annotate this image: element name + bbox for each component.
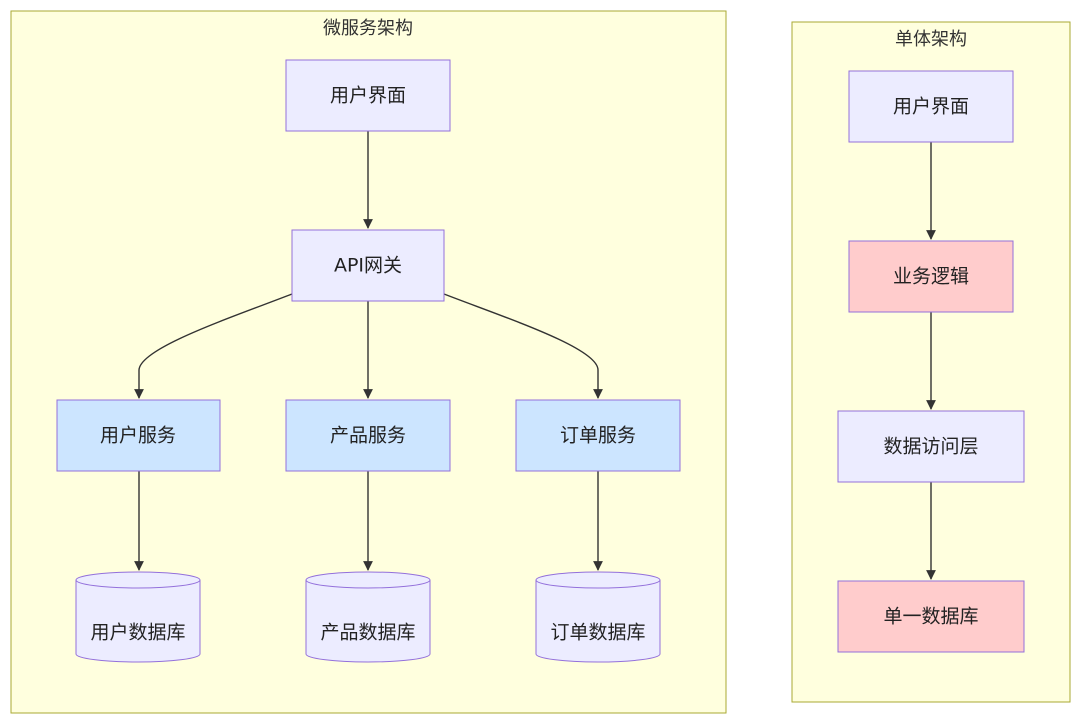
node-user-service: 用户服务 [56,399,221,472]
node-user-db: 用户数据库 [75,571,201,663]
cluster-monolith-title: 单体架构 [895,29,967,50]
node-user-service-label: 用户服务 [100,425,176,447]
node-product-db-label: 产品数据库 [320,622,415,644]
node-micro-ui-box [285,59,451,132]
node-order-db-body [535,580,661,663]
node-order-db: 订单数据库 [535,571,661,663]
node-order-service-box [515,399,681,472]
node-product-service-box [285,399,451,472]
node-single-db-box [837,580,1025,653]
node-api-gateway-label: API网关 [334,255,402,277]
node-data-access-layer-box [837,410,1025,483]
node-product-service-label: 产品服务 [330,425,406,447]
node-api-gateway-box [291,229,445,302]
node-data-access-layer-label: 数据访问层 [883,436,978,458]
node-product-service: 产品服务 [285,399,451,472]
node-product-db-top [305,571,431,589]
node-user-db-top [75,571,201,589]
cluster-microservices-title: 微服务架构 [323,18,413,39]
node-api-gateway: API网关 [291,229,445,302]
node-product-db: 产品数据库 [305,571,431,663]
node-single-db-label: 单一数据库 [883,606,978,628]
node-micro-ui: 用户界面 [285,59,451,132]
edge-m_gw-to-m_us [134,293,293,399]
node-business-logic: 业务逻辑 [848,240,1014,313]
node-micro-ui-label: 用户界面 [330,85,406,107]
node-order-service: 订单服务 [515,399,681,472]
edge-m_gw-to-m_os [443,293,603,399]
node-user-db-label: 用户数据库 [90,622,185,644]
node-data-access-layer: 数据访问层 [837,410,1025,483]
node-single-db: 单一数据库 [837,580,1025,653]
node-mono-ui-label: 用户界面 [893,96,969,118]
node-mono-ui: 用户界面 [848,70,1014,143]
node-business-logic-box [848,240,1014,313]
node-order-db-top [535,571,661,589]
node-business-logic-label: 业务逻辑 [893,266,969,288]
node-product-db-body [305,580,431,663]
node-order-db-label: 订单数据库 [550,622,645,644]
node-order-service-label: 订单服务 [560,425,636,447]
node-user-service-box [56,399,221,472]
node-mono-ui-box [848,70,1014,143]
edges [134,131,936,580]
node-user-db-body [75,580,201,663]
